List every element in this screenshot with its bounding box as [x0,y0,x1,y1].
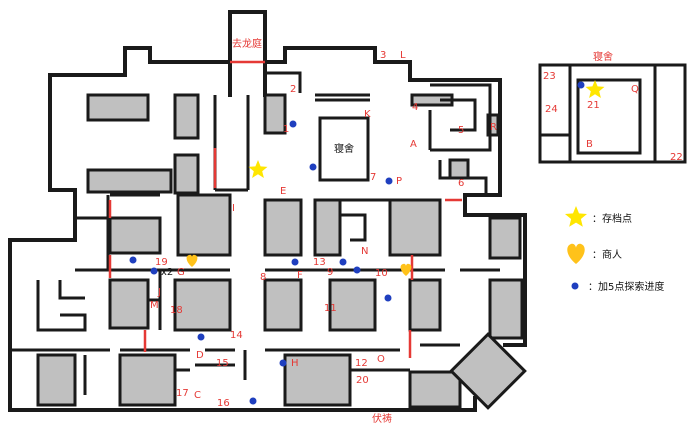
marker-2: 2 [290,84,296,95]
dot-icon [353,266,361,274]
marker-21: 21 [587,100,600,111]
marker-D: D [196,350,204,361]
dorm-room [318,116,370,182]
dorm-annex [538,63,687,164]
marker-M: M [150,300,159,311]
marker-J: J [157,287,161,298]
outer-walls [8,10,527,412]
heart-icon [400,263,412,276]
dorm-room-label: 寝舍 [334,142,354,155]
ambush-label: 伏祷 [372,412,392,425]
marker-3: 3 [380,50,386,61]
star-icon [585,80,605,98]
marker-15: 15 [216,358,229,369]
to-courtyard-label: 去龙庭 [232,37,262,50]
marker-4: 4 [412,102,418,113]
marker-18: 18 [170,305,183,316]
doors [108,60,462,358]
blocks [36,93,527,410]
explore-dots [129,81,585,405]
multiplier-label: x2 [161,267,173,278]
marker-N: N [361,246,368,257]
marker-K: K [364,109,371,120]
marker-7: 7 [370,172,376,183]
marker-10: 10 [375,268,388,279]
left-wing [36,190,110,395]
marker-20: 20 [356,375,369,386]
marker-F: F [297,270,303,281]
dot-icon [197,333,205,341]
marker-9: 9 [327,267,333,278]
legend-merchant: ：商人 [592,248,622,261]
dot-icon [309,163,317,171]
dot-icon [291,258,299,266]
legend-save-point: ：存档点 [592,212,632,225]
marker-A: A [410,139,417,150]
marker-B: B [586,139,593,150]
dot-icon [339,258,347,266]
dot-icon [385,177,393,185]
legend: ：存档点 ：商人 ：加5点探索进度 [565,206,664,293]
marker-17: 17 [176,388,189,399]
dot-icon [571,282,579,290]
markers: 1 2 3 4 5 6 7 8 9 10 11 12 13 14 15 16 1… [150,50,683,409]
marker-E: E [280,186,286,197]
marker-I: I [232,203,235,214]
marker-22: 22 [670,152,683,163]
star-icon [565,206,587,227]
marker-P: P [396,176,402,187]
heart-icon [186,254,198,267]
marker-14: 14 [230,330,243,341]
marker-Q: Q [631,84,639,95]
marker-12: 12 [355,358,368,369]
heart-icon [567,243,585,264]
marker-23: 23 [543,71,556,82]
star-icon [248,160,268,178]
marker-19: 19 [155,257,168,268]
dot-icon [384,294,392,302]
dot-icon [289,120,297,128]
marker-1: 1 [283,124,289,135]
dot-icon [577,81,585,89]
dot-icon [129,256,137,264]
marker-6: 6 [458,178,464,189]
marker-11: 11 [324,303,337,314]
dot-icon [279,359,287,367]
marker-5: 5 [458,125,464,136]
marker-16: 16 [217,398,230,409]
marker-C: C [194,390,201,401]
legend-explore-bonus: ：加5点探索进度 [588,280,664,293]
marker-O: O [377,354,385,365]
marker-L: L [400,50,406,61]
marker-8: 8 [260,272,266,283]
merchants [186,254,412,276]
marker-24: 24 [545,104,558,115]
marker-G: G [177,267,185,278]
dot-icon [150,267,158,275]
marker-R: R [490,122,497,133]
marker-H: H [291,358,299,369]
dorm-annex-title: 寝舍 [593,50,613,63]
marker-13: 13 [313,257,326,268]
save-points [248,80,605,178]
dot-icon [249,397,257,405]
